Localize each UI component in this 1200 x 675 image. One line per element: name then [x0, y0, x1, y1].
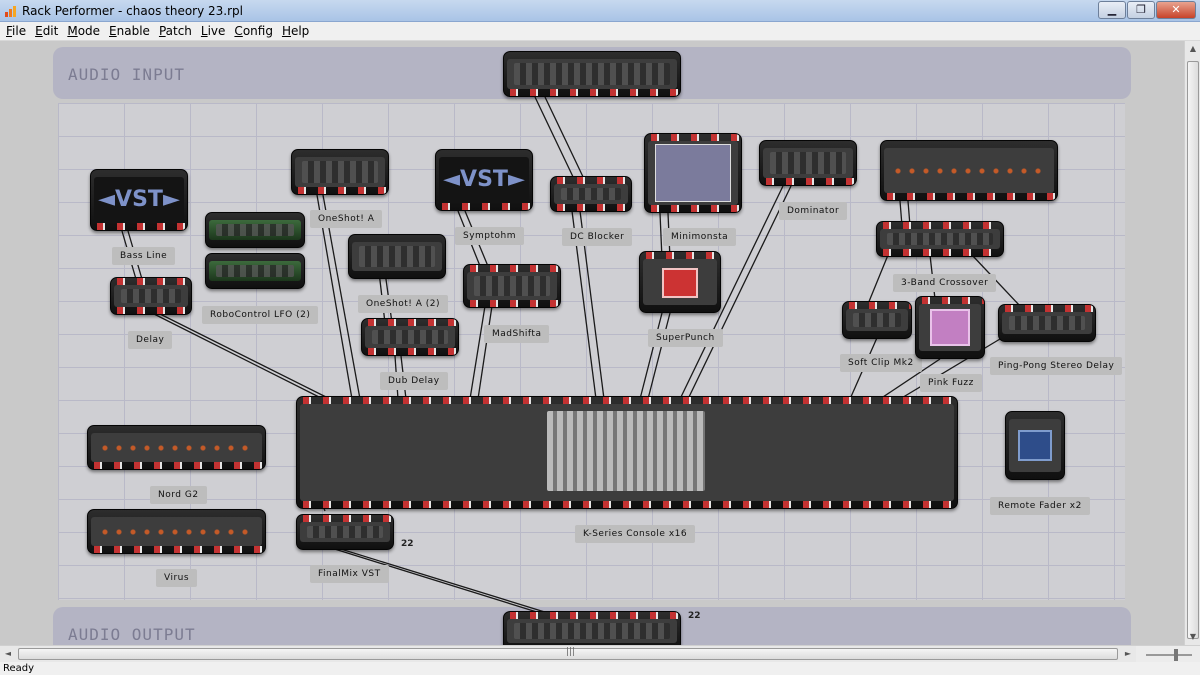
- label-minimonsta: Minimonsta: [663, 228, 737, 246]
- zoom-track: [1146, 654, 1192, 656]
- horizontal-scroll-thumb[interactable]: [18, 648, 1118, 660]
- robocontrol-lfo-module-2[interactable]: [205, 253, 305, 289]
- menu-patch[interactable]: Patch: [158, 24, 192, 38]
- dub-delay-module[interactable]: [361, 318, 459, 356]
- window-title: Rack Performer - chaos theory 23.rpl: [22, 4, 243, 18]
- vertical-scroll-thumb[interactable]: [1187, 61, 1199, 639]
- audio-output-module[interactable]: [503, 611, 681, 645]
- audio-output-label: AUDIO OUTPUT: [68, 625, 196, 644]
- oneshot-a-module[interactable]: [291, 149, 389, 195]
- zoom-slider[interactable]: [1136, 645, 1200, 662]
- close-button[interactable]: ✕: [1156, 1, 1196, 19]
- madshifta-module[interactable]: [463, 264, 561, 308]
- pink-fuzz-module[interactable]: [915, 296, 985, 359]
- zoom-knob[interactable]: [1174, 649, 1178, 661]
- stereo-tag: 22: [401, 539, 414, 549]
- label-nord-g2: Nord G2: [150, 486, 207, 504]
- finalmix-vst-module[interactable]: [296, 514, 394, 550]
- label-robocontrol-lfo: RoboControl LFO (2): [202, 306, 319, 324]
- label-ping-pong-delay: Ping-Pong Stereo Delay: [990, 357, 1123, 375]
- vst-label: ◄VST►: [98, 187, 180, 212]
- label-crossover: 3-Band Crossover: [893, 274, 997, 292]
- status-bar: Ready: [0, 662, 1200, 675]
- rack-canvas[interactable]: AUDIO INPUT AUDIO OUTPUT: [0, 41, 1184, 645]
- horizontal-scrollbar[interactable]: ◄ ||| ►: [0, 645, 1136, 662]
- label-remote-fader: Remote Fader x2: [990, 497, 1090, 515]
- label-pink-fuzz: Pink Fuzz: [920, 374, 982, 392]
- scroll-down-icon[interactable]: ▼: [1189, 632, 1197, 641]
- title-bar: Rack Performer - chaos theory 23.rpl ▁ ❐…: [0, 0, 1200, 22]
- label-oneshot-a2: OneShot! A (2): [358, 295, 449, 313]
- label-dominator: Dominator: [779, 202, 848, 220]
- label-virus: Virus: [156, 569, 198, 587]
- big-rack-module[interactable]: [880, 140, 1058, 201]
- menu-bar: File Edit Mode Enable Patch Live Config …: [0, 22, 1200, 41]
- vst-module-symptohm[interactable]: ◄VST►: [435, 149, 533, 211]
- stereo-tag-output: 22: [688, 611, 701, 621]
- label-oneshot-a: OneShot! A: [310, 210, 383, 228]
- vertical-scrollbar[interactable]: ▲ ▼: [1184, 41, 1200, 645]
- delay-module[interactable]: [110, 277, 192, 315]
- nord-g2-module[interactable]: [87, 425, 266, 470]
- menu-edit[interactable]: Edit: [35, 24, 59, 38]
- label-dub-delay: Dub Delay: [380, 372, 448, 390]
- label-soft-clip: Soft Clip Mk2: [840, 354, 922, 372]
- crossover-module[interactable]: [876, 221, 1004, 257]
- virus-module[interactable]: [87, 509, 266, 554]
- menu-file[interactable]: File: [6, 24, 27, 38]
- scroll-up-icon[interactable]: ▲: [1189, 44, 1197, 53]
- label-finalmix: FinalMix VST: [310, 565, 389, 583]
- scroll-left-icon[interactable]: ◄: [4, 649, 12, 658]
- menu-config[interactable]: Config: [234, 24, 273, 38]
- ping-pong-delay-module[interactable]: [998, 304, 1096, 342]
- label-delay: Delay: [128, 331, 173, 349]
- label-dc-blocker: DC Blocker: [562, 228, 633, 246]
- dc-blocker-module[interactable]: [550, 176, 632, 212]
- superpunch-module[interactable]: [639, 251, 721, 313]
- minimonsta-module[interactable]: [644, 133, 742, 213]
- app-icon: [5, 6, 16, 17]
- minimize-button[interactable]: ▁: [1098, 1, 1126, 19]
- menu-live[interactable]: Live: [200, 24, 226, 38]
- audio-input-label: AUDIO INPUT: [68, 65, 185, 84]
- vst-label: ◄VST►: [443, 167, 525, 192]
- vst-module-bass-line[interactable]: ◄VST►: [90, 169, 188, 231]
- label-symptohm: Symptohm: [455, 227, 525, 245]
- oneshot-a2-module[interactable]: [348, 234, 446, 279]
- robocontrol-lfo-module-1[interactable]: [205, 212, 305, 248]
- label-bass-line: Bass Line: [112, 247, 176, 265]
- menu-enable[interactable]: Enable: [109, 24, 150, 38]
- scroll-right-icon[interactable]: ►: [1124, 649, 1132, 658]
- maximize-button[interactable]: ❐: [1127, 1, 1155, 19]
- menu-mode[interactable]: Mode: [67, 24, 101, 38]
- dominator-module[interactable]: [759, 140, 857, 186]
- label-superpunch: SuperPunch: [648, 329, 723, 347]
- scroll-grip-icon: |||: [566, 647, 576, 657]
- k-series-console-module[interactable]: [296, 396, 958, 509]
- audio-input-module[interactable]: [503, 51, 681, 97]
- menu-help[interactable]: Help: [281, 24, 310, 38]
- soft-clip-module[interactable]: [842, 301, 912, 339]
- remote-fader-module[interactable]: [1005, 411, 1065, 480]
- label-madshifta: MadShifta: [484, 325, 550, 343]
- label-console: K-Series Console x16: [575, 525, 696, 543]
